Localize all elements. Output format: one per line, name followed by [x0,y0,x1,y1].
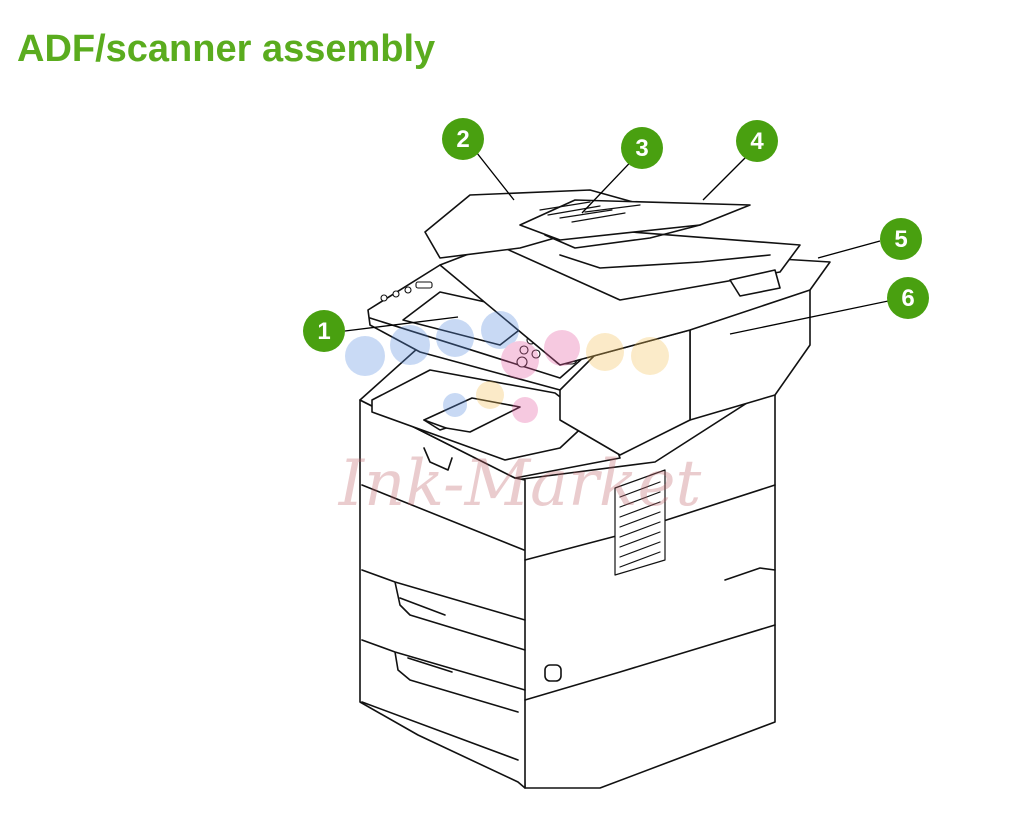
adf-paper-guide [729,269,781,297]
callout-badge [303,310,345,352]
watermark: Ink-Market [338,311,702,521]
callout-badge [621,127,663,169]
tray-2-handle [399,597,446,616]
watermark-text: Ink-Market [338,447,702,521]
callout-number: 6 [901,285,914,312]
callout-number: 5 [894,226,907,253]
power-switch [544,664,562,682]
control-panel-leds [380,281,433,302]
callout-4[interactable]: 4 [736,120,778,162]
callout-number: 3 [635,135,648,162]
callout-badge [442,118,484,160]
side-tray-notch [724,567,776,581]
vent-grille [614,469,666,576]
tray-3-handle [407,657,453,673]
output-handle [423,447,453,471]
callout-5[interactable]: 5 [880,218,922,260]
callout-number: 1 [317,318,330,345]
callout-badge [736,120,778,162]
callout-6[interactable]: 6 [887,277,929,319]
page-title: ADF/scanner assembly [17,28,436,70]
callout-badge [880,218,922,260]
callout-number: 2 [456,126,469,153]
side-seam-2 [524,624,776,701]
tray-3 [361,639,526,713]
output-tray-extension [423,397,521,433]
adf-input-tray-shelf [544,224,701,249]
watermark-dots [345,311,669,423]
callout-badge [887,277,929,319]
tray-stop [423,419,447,431]
callout-2[interactable]: 2 [442,118,484,160]
callout-1[interactable]: 1 [303,310,345,352]
adf-output-bin-inner [559,254,771,269]
front-door-seam [361,484,525,551]
adf-input-guides [539,201,641,223]
callout-number: 4 [750,128,764,155]
printer-drawing [359,189,831,789]
tray-2 [361,569,526,651]
tray-3-bottom [361,701,519,761]
callout-3[interactable]: 3 [621,127,663,169]
